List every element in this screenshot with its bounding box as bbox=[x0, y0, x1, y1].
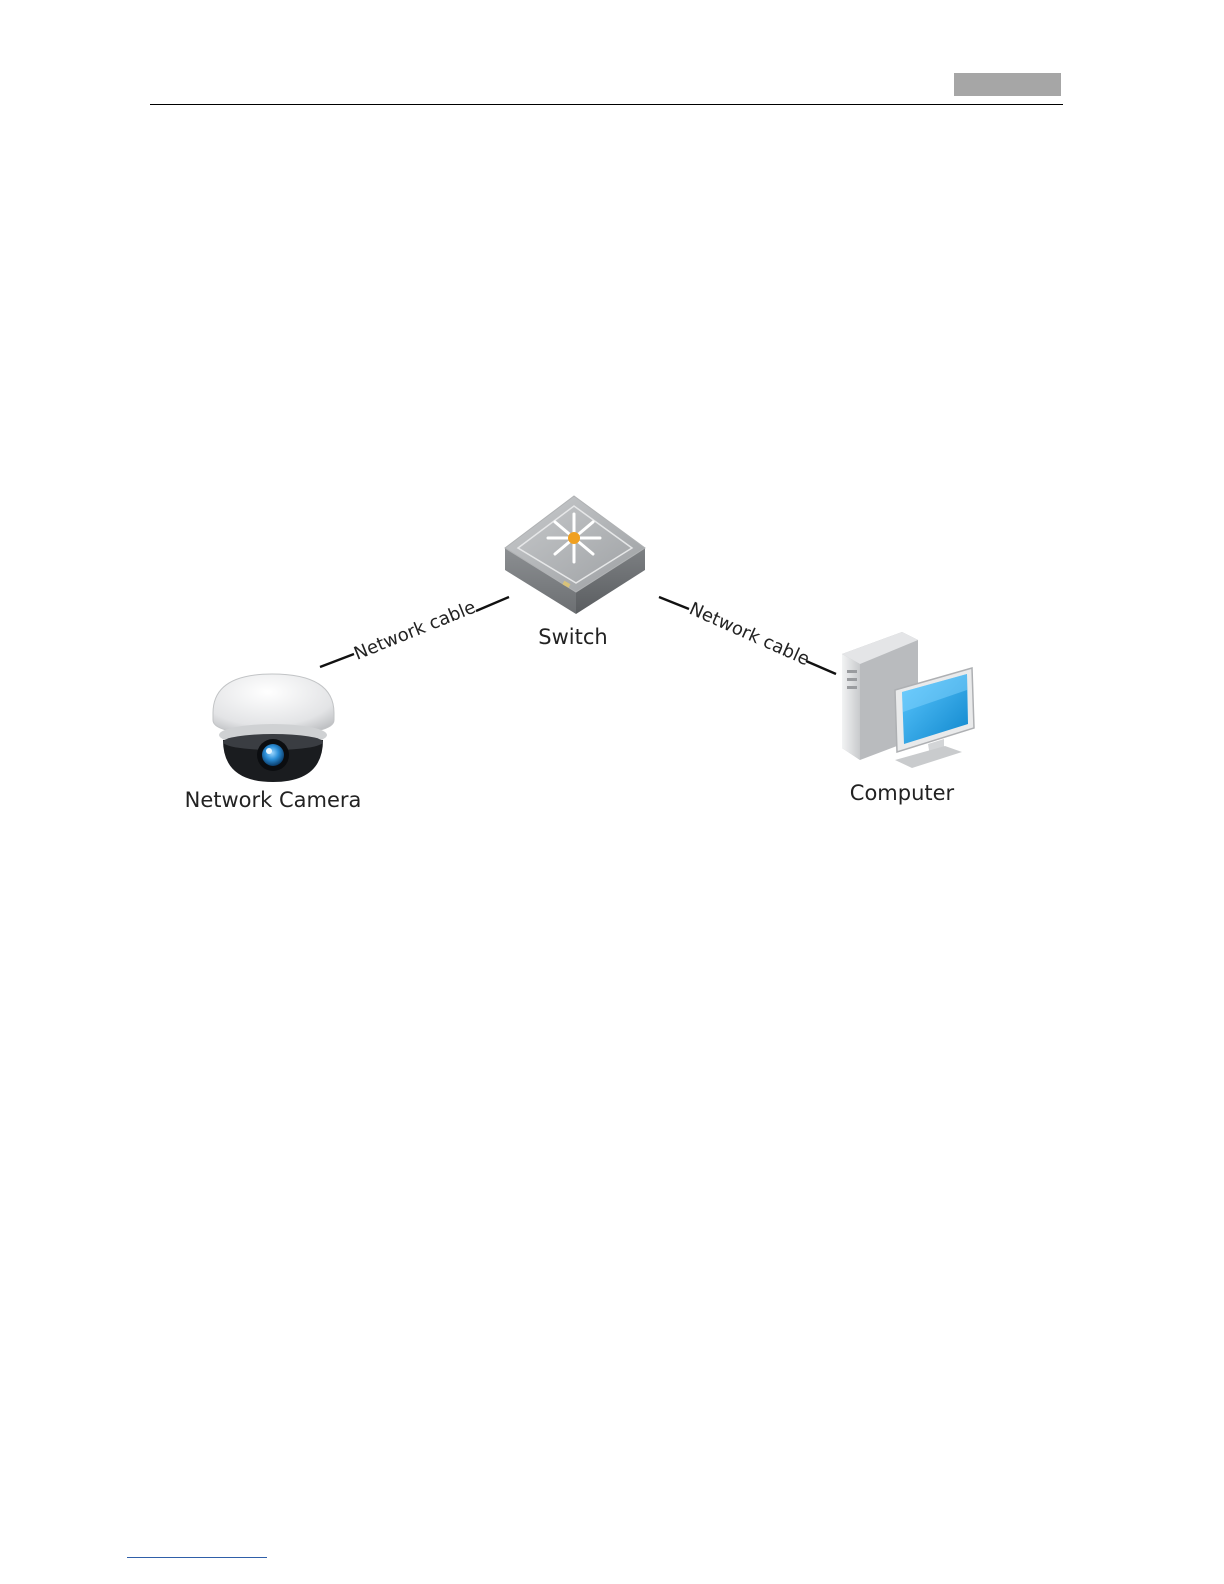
dome-camera-icon bbox=[213, 674, 334, 782]
edge-label-camera-switch: Network cable bbox=[351, 597, 479, 665]
desktop-computer-icon bbox=[842, 632, 974, 768]
network-switch-icon bbox=[505, 496, 645, 614]
edge-label-switch-computer: Network cable bbox=[686, 598, 813, 670]
footer-rule bbox=[127, 1557, 267, 1558]
node-label-camera: Network Camera bbox=[185, 788, 362, 812]
edge-switch-computer: Network cable bbox=[659, 597, 836, 674]
node-label-switch: Switch bbox=[538, 625, 607, 649]
node-label-computer: Computer bbox=[850, 781, 955, 805]
node-computer: Computer bbox=[842, 632, 974, 805]
node-camera: Network Camera bbox=[185, 674, 362, 812]
edge-camera-switch: Network cable bbox=[320, 597, 509, 667]
node-switch: Switch bbox=[505, 496, 645, 649]
